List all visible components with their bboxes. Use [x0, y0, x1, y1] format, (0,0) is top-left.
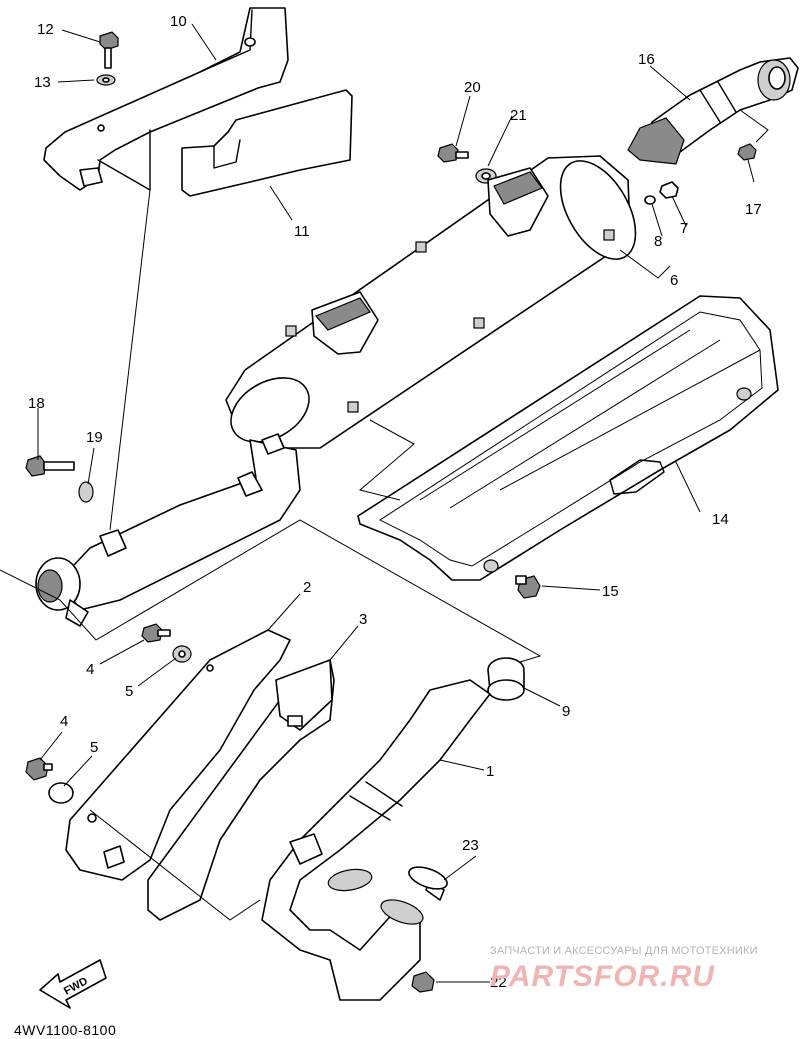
protector-part-2 [65, 629, 291, 881]
drawing-number: 4WV1100-8100 [14, 1022, 117, 1038]
callout-13: 13 [34, 74, 51, 91]
heat-protector-part-14 [357, 295, 779, 581]
callout-21: 21 [510, 107, 527, 124]
callout-16: 16 [638, 51, 655, 68]
callout-20: 20 [464, 79, 481, 96]
bracket-part-10 [43, 7, 289, 191]
bolt-part-4-upper [141, 623, 171, 643]
callout-11: 11 [294, 223, 310, 240]
washer-part-5-upper [172, 645, 192, 663]
bolt-part-4-lower [25, 757, 53, 781]
callout-5-upper: 5 [125, 683, 134, 700]
nut-part-22 [411, 971, 435, 993]
callout-3: 3 [359, 611, 368, 628]
washer-part-13 [96, 74, 116, 86]
callout-2: 2 [303, 579, 312, 596]
fwd-arrow-icon [39, 959, 107, 1009]
heat-guard-part-11 [181, 89, 353, 197]
watermark-logo: PARTSFOR.RU [490, 960, 715, 993]
callout-18: 18 [28, 395, 45, 412]
callout-15: 15 [602, 583, 619, 600]
exhaust-pipe-part-1 [261, 679, 491, 1001]
callout-5-lower: 5 [90, 739, 99, 756]
callout-9: 9 [562, 703, 571, 720]
gasket-part-23 [408, 866, 448, 890]
bolt-part-20 [437, 143, 469, 163]
callout-14: 14 [712, 511, 729, 528]
bolt-part-7 [659, 181, 679, 199]
callout-19: 19 [86, 429, 103, 446]
muffler-part-6 [225, 155, 637, 449]
watermark-caption: ЗАПЧАСТИ И АКСЕССУАРЫ ДЛЯ МОТОТЕХНИКИ [490, 945, 758, 957]
bolt-part-18 [25, 455, 75, 477]
callout-10: 10 [170, 13, 187, 30]
tailpipe-part-16 [627, 57, 799, 165]
washer-part-5-lower [48, 782, 74, 804]
screw-part-17 [737, 143, 757, 161]
callout-17: 17 [745, 201, 762, 218]
callout-12: 12 [37, 21, 54, 38]
callout-4-lower: 4 [60, 713, 69, 730]
bolt-part-12 [99, 31, 119, 69]
callout-23: 23 [462, 837, 479, 854]
gasket-part-9 [487, 657, 525, 701]
callout-8: 8 [654, 233, 663, 250]
callout-6: 6 [670, 272, 679, 289]
callout-22: 22 [490, 974, 507, 991]
bolt-part-15 [515, 575, 541, 599]
washer-part-8 [644, 195, 656, 205]
protector-part-3 [147, 659, 335, 921]
washer-part-19 [78, 481, 94, 503]
muffler-inlet-pipe [35, 433, 301, 627]
leader-lines [0, 23, 769, 983]
callout-1: 1 [486, 763, 495, 780]
callout-7: 7 [680, 220, 689, 237]
callout-4-upper: 4 [86, 661, 95, 678]
